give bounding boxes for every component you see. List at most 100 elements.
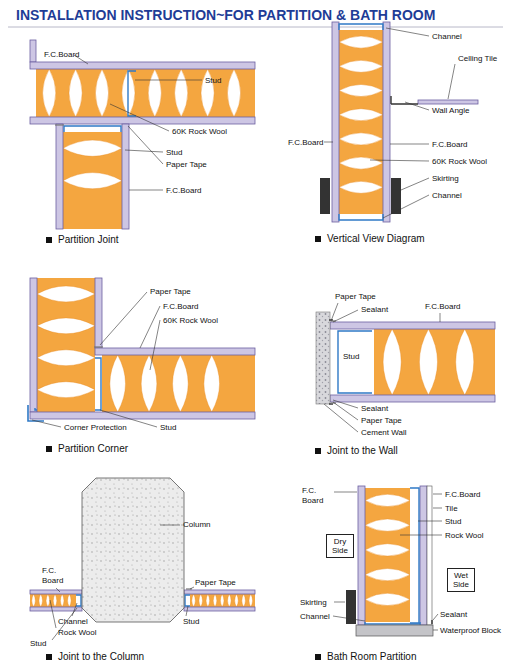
fc-board (383, 22, 390, 222)
fc-board (30, 590, 82, 594)
paper-tape (55, 124, 64, 125)
stud (35, 408, 37, 410)
page-title: INSTALLATION INSTRUCTION~FOR PARTITION &… (16, 7, 435, 23)
fc-board (56, 124, 63, 229)
rock-wool (383, 329, 474, 395)
leader-line (186, 606, 188, 616)
leader-line (333, 402, 358, 420)
fc-board (184, 607, 255, 611)
leader-line (32, 420, 61, 427)
part-label: Sealant (361, 305, 388, 315)
leader-line (334, 492, 357, 493)
part-label: F.C.Board (163, 302, 199, 312)
bullet (46, 237, 52, 243)
leader-line (418, 521, 442, 522)
bullet (46, 654, 52, 660)
rock-wool (339, 36, 383, 193)
cement-wall (316, 312, 330, 404)
part-label: Stud (343, 352, 359, 362)
part-label: F.C.Board (425, 302, 461, 312)
rock-wool (192, 594, 253, 607)
leader-line (433, 630, 438, 631)
caption-text: Joint to the Column (58, 651, 144, 662)
fc-board (420, 486, 427, 625)
skirting (391, 178, 401, 214)
leader-line (386, 28, 429, 36)
rock-wool (110, 355, 220, 412)
rock-wool (365, 488, 410, 622)
caption-text: Bath Room Partition (327, 651, 417, 662)
stud (35, 24, 420, 624)
rock-wool (365, 494, 410, 605)
part-label: 60K Rock Wool (172, 127, 227, 137)
side-box: Dry Side (326, 534, 354, 558)
leader-line (405, 102, 429, 110)
stud (410, 488, 419, 623)
leader-line (56, 588, 60, 592)
fc-board (30, 412, 255, 419)
caption: Joint to the Wall (315, 445, 398, 457)
fc-board (30, 117, 255, 124)
rock-wool (63, 132, 122, 229)
title-rule (8, 27, 503, 28)
skirting (320, 178, 401, 624)
part-label: Paper Tape (195, 578, 236, 588)
part-label: F.C.Board (445, 490, 481, 500)
leader-line (50, 600, 56, 628)
leader-line (324, 142, 333, 143)
part-label: Rock Wool (445, 531, 484, 541)
fc-board (330, 322, 495, 329)
part-label: Column (183, 520, 211, 530)
wall-angle (391, 96, 418, 104)
leader-line (433, 508, 442, 509)
part-label: F.C. Board (42, 566, 72, 586)
paper-tape (55, 125, 336, 589)
leader-line (334, 602, 345, 603)
leader-line (190, 587, 194, 589)
caption: Vertical View Diagram (315, 233, 425, 245)
caption: Partition Joint (46, 234, 119, 246)
rock-wool (339, 30, 383, 214)
part-label: Paper Tape (150, 287, 191, 297)
fc-board (358, 486, 365, 625)
part-label: F.C. Board (302, 486, 332, 506)
fc-board (330, 395, 495, 402)
part-label: Corner Protection (64, 423, 127, 433)
leader-line (32, 28, 455, 640)
leader-line (160, 525, 180, 526)
leader-line (125, 150, 163, 152)
leader-line (383, 195, 429, 218)
paper-tape (94, 346, 103, 347)
part-label: Paper Tape (361, 416, 402, 426)
fc-board (95, 278, 102, 348)
leader-line (333, 400, 358, 408)
fc-board (30, 22, 495, 625)
leader-line (370, 160, 429, 161)
tile (427, 486, 432, 625)
part-label: Channel (432, 191, 462, 201)
stud (365, 622, 420, 624)
part-label: Celling Tile (458, 54, 497, 64)
rock-wool (63, 140, 122, 189)
leader-line (128, 126, 163, 164)
fc-board (184, 590, 255, 594)
sealant (431, 620, 433, 624)
column (82, 478, 184, 622)
leader-line (331, 303, 338, 321)
leader-line (140, 306, 160, 348)
leader-line (100, 292, 147, 345)
caption-text: Partition Corner (58, 443, 128, 454)
part-label: 60K Rock Wool (432, 157, 487, 167)
part-label: Sealant (440, 610, 467, 620)
part-label: Cement Wall (361, 428, 407, 438)
part-label: Sealant (361, 404, 388, 414)
part-label: Stud (445, 517, 461, 527)
rock-wool (30, 594, 76, 607)
rock-wool (36, 69, 255, 117)
skirting (320, 178, 330, 214)
part-label: Channel (432, 32, 462, 42)
part-label: Stud (205, 76, 221, 86)
fc-board (418, 100, 478, 104)
wall-angle (391, 96, 418, 104)
